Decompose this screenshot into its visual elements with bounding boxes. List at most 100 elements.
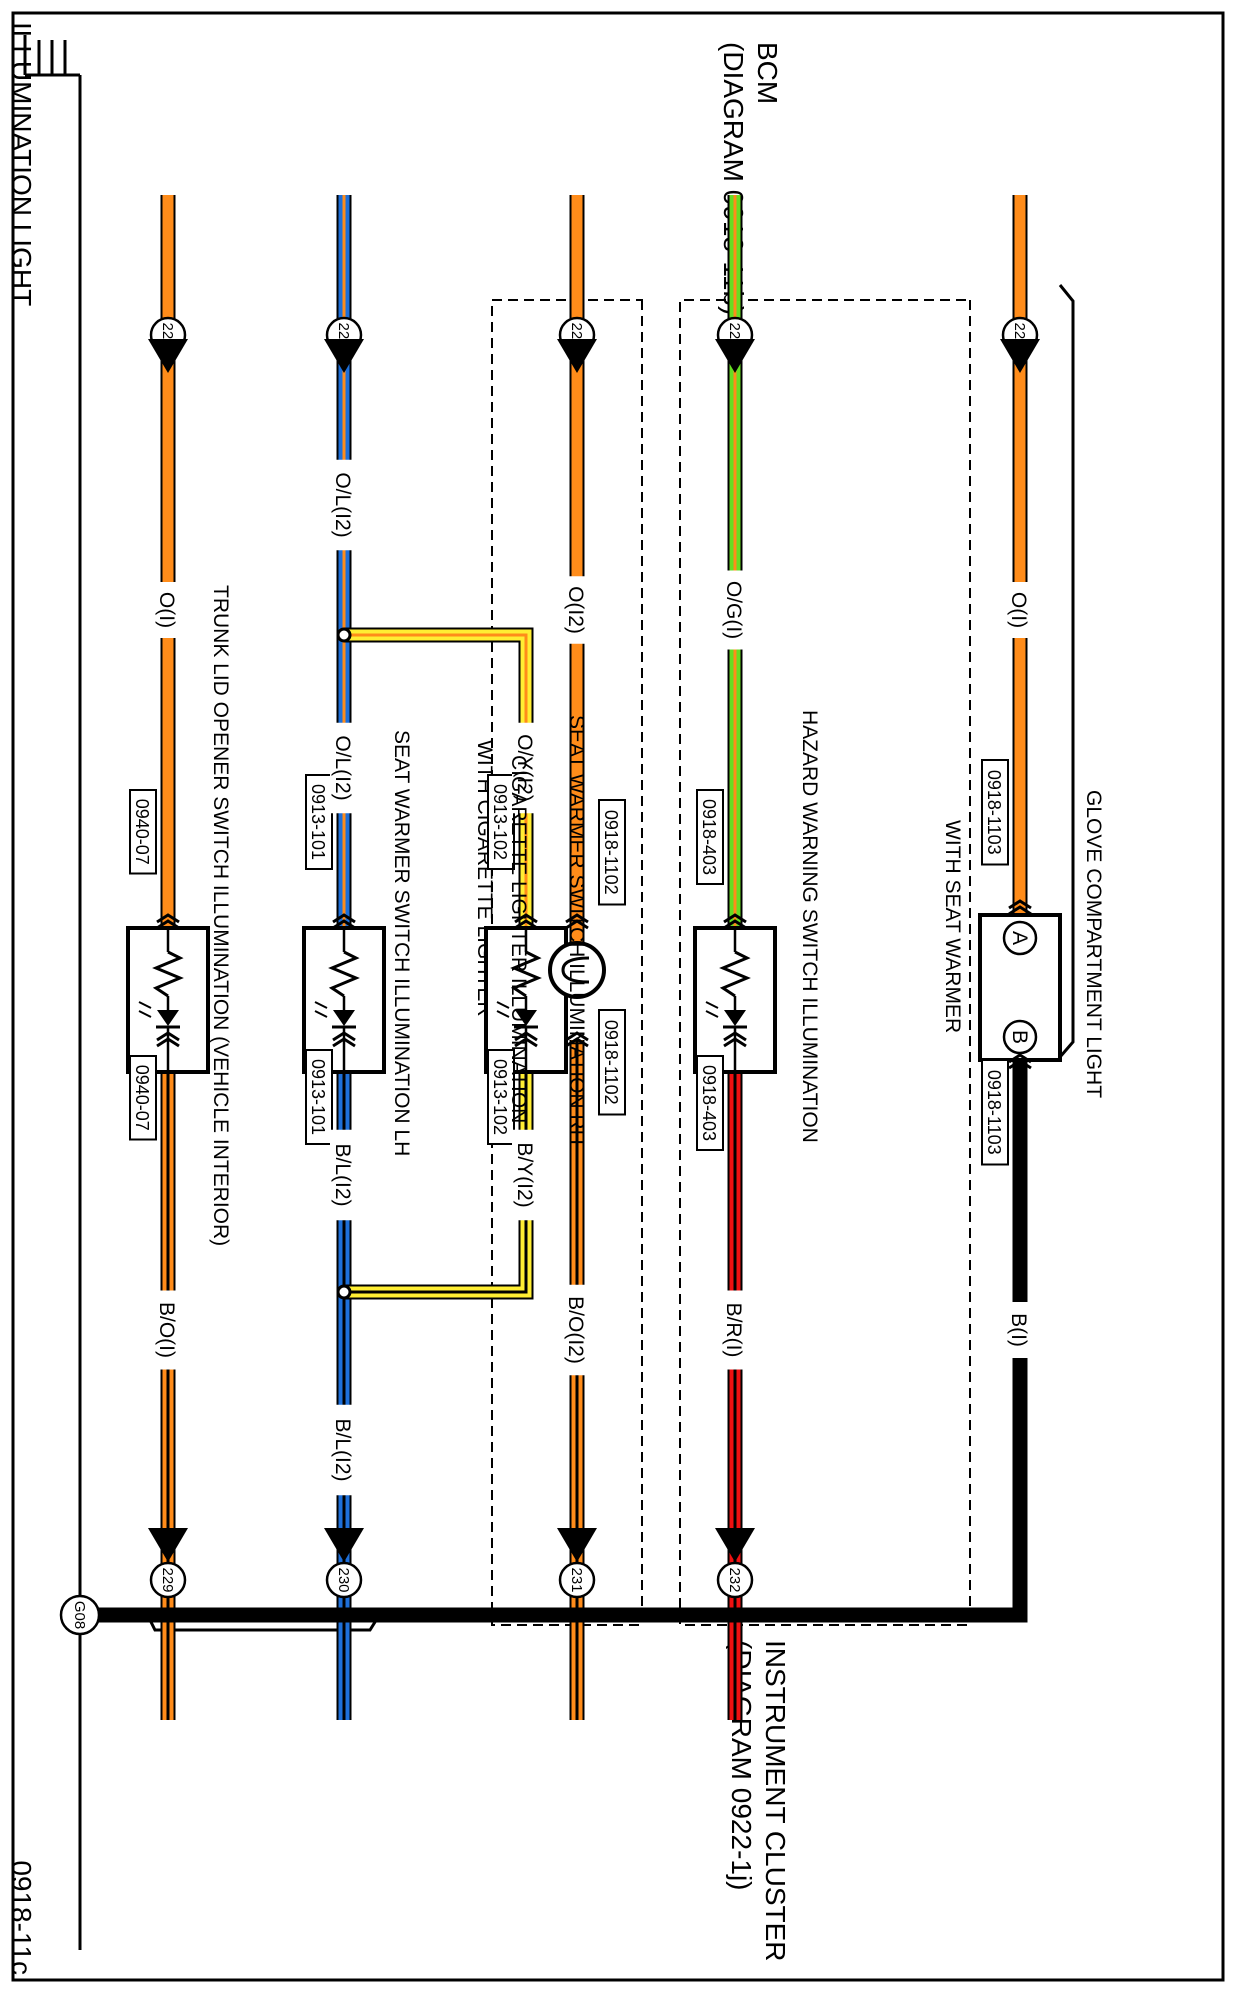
- trunk-pin-out: 229: [159, 1567, 176, 1592]
- seat-rh-conn-out: 0913-102: [490, 1059, 510, 1135]
- glove-wire-in-label-bg: [1006, 582, 1034, 638]
- glove-chevron-in-a: [1008, 899, 1032, 910]
- seat-lh-conn-in: 0913-101: [308, 784, 328, 860]
- glove-term-b: B: [1008, 1030, 1031, 1044]
- seat-warmer-option-box: [679, 299, 971, 1626]
- hazard-wire-out-label: B/R(I): [722, 1303, 745, 1358]
- seat-out-splice: [336, 1284, 352, 1300]
- seat-rh-switch-ray2: [496, 1010, 510, 1018]
- trunk-wire-in-label: O(I): [155, 592, 178, 628]
- glove-chevron-out-b: [1008, 1059, 1032, 1070]
- trunk-pin-out-circle: [149, 1561, 187, 1599]
- trunk-switch-led: [157, 1010, 179, 1026]
- trunk-switch-ray2: [138, 1010, 152, 1018]
- trunk-conn-out: 0940-07: [132, 1065, 152, 1131]
- trunk-wire-in-label-bg: [154, 582, 182, 638]
- seat-rh-chevron-out-a: [514, 1031, 538, 1042]
- hazard-wire-in-label: O/G(I): [722, 581, 745, 639]
- glove-wire-out-label: B(I): [1007, 1313, 1030, 1347]
- cig-component-label: CIGARETTE LIGHTER ILLUMINATION: [507, 755, 530, 1123]
- cig-wire-in-label-bg: [563, 576, 591, 644]
- trunk-wire-out-label: B/O(I): [155, 1302, 178, 1358]
- seat-lh-chevron-out-b: [332, 1037, 356, 1048]
- glove-chevron-out-a: [1008, 1053, 1032, 1064]
- cig-conn-out-box: [598, 1009, 626, 1116]
- trunk-arrow-in: [148, 339, 188, 373]
- hazard-switch-ray1: [705, 1001, 719, 1009]
- seat-lh-conn-out: 0913-101: [308, 1059, 328, 1135]
- seat-lh-conn-out-box: [305, 1049, 333, 1145]
- trunk-conn-out-box: [129, 1055, 157, 1141]
- seat-lh-conn-in-box: [305, 774, 333, 870]
- seat-lh-component-label: SEAT WARMER SWITCH ILLUMINATION LH: [390, 730, 413, 1156]
- glove-term-b-circle: [1002, 1019, 1038, 1055]
- cig-conn-out: 0918-1102: [601, 1020, 621, 1105]
- seat-lh-wire-out-main-label: B/L(I2): [331, 1418, 354, 1481]
- seat-lh-switch-led: [333, 1010, 355, 1026]
- cig-pin-out: 231: [568, 1567, 585, 1592]
- cig-wire-in-label: O(I2): [564, 586, 587, 634]
- hazard-conn-in: 0918-403: [699, 799, 719, 875]
- seat-lh-wire-in-main-label: O/L(I2): [331, 472, 354, 537]
- hazard-wire-out-label-bg: [721, 1290, 749, 1370]
- hazard-pin-out: 232: [726, 1567, 743, 1592]
- hazard-component-label: HAZARD WARNING SWITCH ILLUMINATION: [798, 710, 821, 1143]
- trunk-conn-in: 0940-07: [132, 799, 152, 865]
- seat-lh-chevron-in-a: [332, 913, 356, 924]
- seat-lh-wire-in-label: O/L(I2): [331, 735, 354, 800]
- hazard-wire-in-label-bg: [721, 570, 749, 650]
- hazard-chevron-out-a: [723, 1031, 747, 1042]
- page-title: ILLUMINATION LIGHT: [6, 22, 37, 306]
- seat-rh-chevron-in-a: [514, 913, 538, 924]
- diagram-landscape: ILLUMINATION LIGHT 0918-11c BCM (DIAGRAM…: [6, 11, 1225, 1982]
- seat-lh-pin-out: 230: [335, 1567, 352, 1592]
- hazard-conn-in-box: [696, 789, 724, 885]
- cluster-label: INSTRUMENT CLUSTER: [760, 1640, 791, 1962]
- seat-rh-chevron-in-b: [514, 919, 538, 930]
- seat-rh-wire-out-label-bg: [512, 1129, 540, 1221]
- glove-conn-out-box: [981, 1059, 1009, 1166]
- page-frame: [11, 11, 1225, 1982]
- seat-lh-wire-out-label-bg: [330, 1129, 358, 1221]
- cig-pin-out-circle: [558, 1561, 596, 1599]
- trunk-conn-in-box: [129, 789, 157, 875]
- seat-rh-wire-out-label: B/Y(I2): [513, 1142, 536, 1207]
- seat-lh-switch-resistor: [328, 950, 360, 998]
- glove-conn-in: 0918-1103: [984, 770, 1004, 855]
- cig-arrow-in: [557, 339, 597, 373]
- cig-chevron-out-b: [565, 1037, 589, 1048]
- glove-wire-out: [80, 1060, 1026, 1621]
- seat-rh-wire-in-stripe: [344, 633, 528, 960]
- seat-lh-switch-ray1: [314, 1001, 328, 1009]
- trunk-chevron-in-a: [156, 913, 180, 924]
- bcm-bracket: [1058, 284, 1075, 1058]
- cig-bulb: [548, 941, 606, 999]
- ground-point-g08-circle: [59, 1594, 101, 1636]
- seat-lh-chevron-in-b: [332, 919, 356, 930]
- hazard-chevron-out-b: [723, 1037, 747, 1048]
- seat-lh-wire-in-main-label-bg: [330, 459, 358, 551]
- bcm-label: BCM: [752, 42, 783, 104]
- seat-in-splice: [336, 627, 352, 643]
- trunk-chevron-in-b: [156, 919, 180, 930]
- hazard-arrow-out: [715, 1528, 755, 1562]
- ground-point-g08: G08: [71, 1601, 88, 1629]
- glove-conn-in-box: [981, 759, 1009, 866]
- cig-conn-in: 0918-1102: [601, 810, 621, 895]
- hazard-switch-resistor: [719, 950, 751, 998]
- cig-conn-in-box: [598, 799, 626, 906]
- seat-rh-switch-resistor: [510, 950, 542, 998]
- hazard-conn-out: 0918-403: [699, 1065, 719, 1141]
- ground-symbol: [23, 35, 80, 77]
- glove-term-a-circle: [1002, 920, 1038, 956]
- hazard-chevron-in-a: [723, 913, 747, 924]
- hazard-arrow-in: [715, 339, 755, 373]
- seat-rh-conn-out-box: [487, 1049, 515, 1145]
- hazard-switch-led: [724, 1010, 746, 1026]
- glove-component-label: GLOVE COMPARTMENT LIGHT: [1082, 790, 1105, 1098]
- hazard-pin-out-circle: [716, 1561, 754, 1599]
- cig-chevron-in-b: [565, 919, 589, 930]
